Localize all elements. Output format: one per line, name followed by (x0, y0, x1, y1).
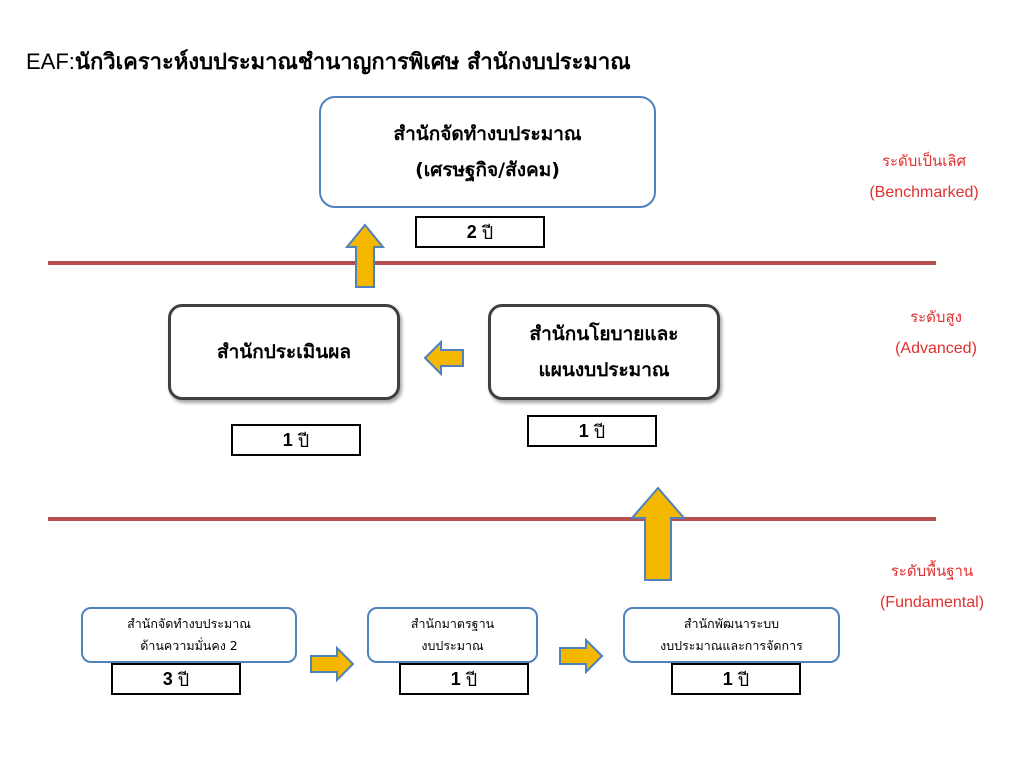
arrow-right-icon (310, 645, 355, 683)
box-top-line1: สำนักจัดทำงบประมาณ (393, 123, 582, 145)
box-top-line2: (เศรษฐกิจ/สังคม) (415, 159, 560, 181)
years-standards-num: 1 (450, 668, 461, 689)
years-security-unit: ปี (177, 669, 190, 691)
level-fundamental-en: (Fundamental) (879, 594, 985, 611)
box-system-development: สำนักพัฒนาระบบ งบประมาณและการจัดการ (623, 607, 840, 663)
years-top-num: 2 (466, 221, 477, 242)
years-top-unit: ปี (481, 222, 494, 244)
box-standards-line2: งบประมาณ (421, 638, 484, 653)
level-label-benchmarked: ระดับเป็นเลิศ (Benchmarked) (838, 146, 1010, 208)
level-divider-lower (48, 517, 936, 521)
title-prefix: EAF: (26, 49, 75, 74)
arrow-left-icon (423, 339, 464, 377)
level-divider-upper (48, 261, 936, 265)
box-standards: สำนักมาตรฐาน งบประมาณ (367, 607, 538, 663)
level-fundamental-th: ระดับพื้นฐาน (890, 562, 974, 580)
years-development-unit: ปี (737, 669, 750, 691)
level-label-advanced: ระดับสูง (Advanced) (858, 302, 1014, 364)
level-advanced-en: (Advanced) (895, 340, 977, 357)
box-evaluation-line1: สำนักประเมินผล (216, 341, 351, 363)
box-evaluation: สำนักประเมินผล (168, 304, 400, 400)
box-policy-line1: สำนักนโยบายและ (529, 323, 679, 345)
box-policy-planning: สำนักนโยบายและ แผนงบประมาณ (488, 304, 720, 400)
box-security-line1: สำนักจัดทำงบประมาณ (127, 616, 251, 631)
page-title: EAF:นักวิเคราะห์งบประมาณชำนาญการพิเศษ สำ… (26, 44, 631, 79)
years-evaluation-num: 1 (282, 429, 293, 450)
level-label-fundamental: ระดับพื้นฐาน (Fundamental) (852, 556, 1012, 618)
level-benchmarked-th: ระดับเป็นเลิศ (881, 152, 967, 170)
years-security-num: 3 (162, 668, 173, 689)
years-evaluation-unit: ปี (297, 430, 310, 452)
years-policy-unit: ปี (593, 421, 606, 443)
box-security-budget: สำนักจัดทำงบประมาณ ด้านความมั่นคง 2 (81, 607, 297, 663)
level-benchmarked-en: (Benchmarked) (869, 184, 979, 201)
box-development-line2: งบประมาณและการจัดการ (660, 638, 803, 653)
box-standards-line1: สำนักมาตรฐาน (410, 616, 495, 631)
years-standards-unit: ปี (465, 669, 478, 691)
box-policy-line2: แผนงบประมาณ (538, 359, 670, 381)
title-main: นักวิเคราะห์งบประมาณชำนาญการพิเศษ สำนักง… (74, 50, 631, 75)
arrow-up-icon (344, 223, 386, 288)
years-development-num: 1 (722, 668, 733, 689)
box-development-line1: สำนักพัฒนาระบบ (683, 616, 780, 631)
box-security-line2: ด้านความมั่นคง 2 (140, 638, 238, 653)
arrow-right-icon (559, 637, 604, 675)
arrow-up-large-icon (629, 486, 687, 581)
years-policy-num: 1 (578, 420, 589, 441)
box-budget-economic-social: สำนักจัดทำงบประมาณ (เศรษฐกิจ/สังคม) (319, 96, 656, 208)
level-advanced-th: ระดับสูง (910, 308, 962, 326)
